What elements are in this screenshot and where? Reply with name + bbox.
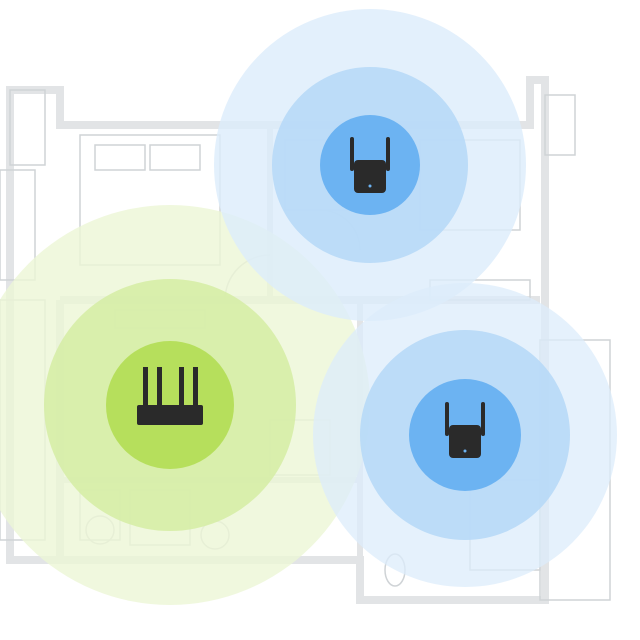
wifi-extender-icon <box>445 402 485 458</box>
router-icon <box>137 367 203 425</box>
wifi-extender-icon <box>350 137 390 193</box>
